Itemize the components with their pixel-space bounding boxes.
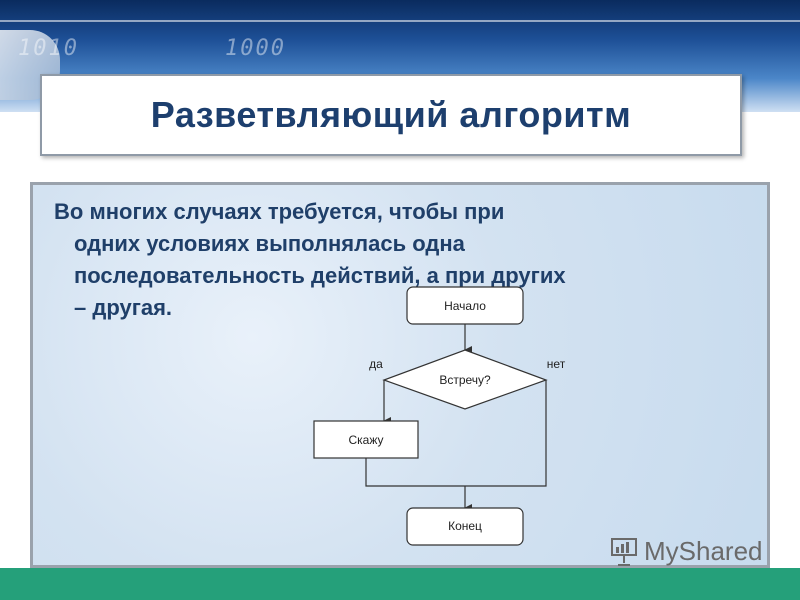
bullet-paragraph: Во многих случаях требуется, чтобы при о… <box>54 196 774 324</box>
slide-title: Разветвляющий алгоритм <box>150 94 632 135</box>
title-box: Разветвляющий алгоритм <box>40 74 742 156</box>
banner-stripe <box>0 20 800 22</box>
end-terminator <box>406 507 524 546</box>
bullet-line-4: – другая. <box>74 295 173 320</box>
bullet-line-3: последовательность действий, а при други… <box>74 263 566 288</box>
end-label: Конец <box>448 519 482 533</box>
yes-label: да <box>369 357 383 371</box>
start-label: Начало <box>444 299 486 313</box>
action-box <box>313 420 419 459</box>
banner-binary-right: 1000 <box>225 36 286 61</box>
arrow-action-to-merge <box>365 458 465 487</box>
watermark: MyShared <box>610 536 763 567</box>
decision-label: Встречу? <box>439 373 491 387</box>
footer-bar <box>0 568 800 600</box>
decision-diamond <box>382 349 548 410</box>
bullet-line-2: одних условиях выполнялась одна <box>74 231 465 256</box>
bullet-line-1: Во многих случаях требуется, чтобы при <box>54 199 505 224</box>
arrow-no-branch <box>465 380 547 487</box>
no-label: нет <box>547 357 566 371</box>
banner-binary-left: 1010 <box>18 36 79 61</box>
action-label: Скажу <box>348 433 383 447</box>
watermark-text: MyShared <box>644 536 763 566</box>
presentation-screen-icon <box>610 537 638 567</box>
